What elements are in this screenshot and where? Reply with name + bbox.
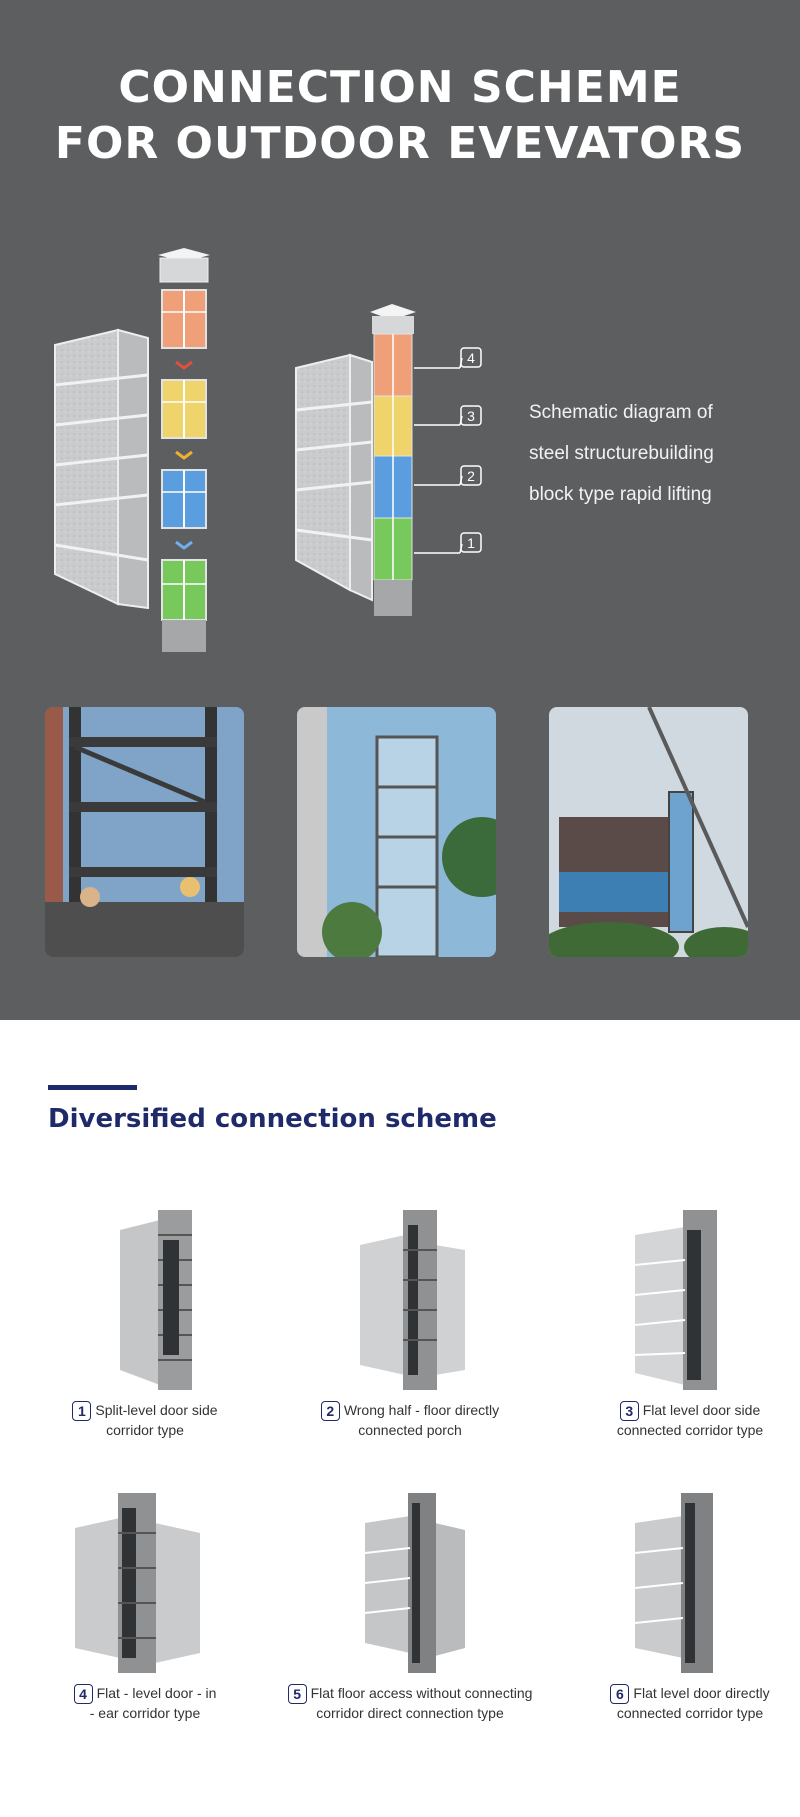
scheme-6-number: 6 [610, 1684, 630, 1705]
scheme-4-illustration [75, 1493, 200, 1673]
photo-glass-shaft [297, 707, 496, 957]
elevator-module-diagram: 4 3 2 1 [54, 248, 482, 652]
scheme-1-line2: corridor type [106, 1422, 184, 1439]
scheme-6-line2: connected corridor type [616, 1705, 764, 1722]
scheme-5-line1: Flat floor access without connecting [310, 1685, 533, 1701]
building-frame-left [54, 328, 149, 610]
exploded-shaft [158, 248, 210, 652]
scheme-1-illustration [120, 1210, 192, 1390]
hero-title-line1: CONNECTION SCHEME [118, 62, 682, 113]
diagram-description: Schematic diagram of steel structurebuil… [529, 392, 714, 515]
callout-4: 4 [467, 350, 475, 366]
hero-title-line2: FOR OUTDOOR EVEVATORS [54, 118, 746, 169]
scheme-4-line2: - ear corridor type [89, 1705, 201, 1722]
scheme-3-number: 3 [619, 1401, 639, 1422]
block-callouts: 4 3 2 1 [414, 347, 482, 554]
scheme-6-line1: Flat level door directly [633, 1685, 770, 1701]
scheme-5-line2: corridor direct connection type [316, 1705, 504, 1722]
callout-3: 3 [467, 408, 475, 424]
building-frame-right [295, 353, 373, 602]
description-line: block type rapid lifting [529, 484, 712, 505]
scheme-2-number: 2 [320, 1401, 340, 1422]
photo-crane-lifting [549, 707, 748, 957]
scheme-4-line1: Flat - level door - in [96, 1685, 217, 1701]
section-title: Diversified connection scheme [48, 1104, 497, 1134]
scheme-1-line1: Split-level door side [95, 1402, 218, 1418]
description-line: steel structurebuilding [529, 443, 714, 464]
scheme-4-number: 4 [73, 1684, 93, 1705]
photo-installation-workers [45, 707, 244, 957]
scheme-2-line2: connected porch [358, 1422, 462, 1439]
assembled-shaft [370, 304, 416, 616]
scheme-3-line2: connected corridor type [616, 1422, 764, 1439]
callout-1: 1 [467, 535, 475, 551]
section-accent-bar [48, 1085, 137, 1090]
scheme-3-line1: Flat level door side [642, 1402, 761, 1418]
scheme-3-illustration [634, 1210, 717, 1390]
scheme-5-illustration [364, 1493, 465, 1673]
callout-2: 2 [467, 468, 475, 484]
scheme-2-illustration [360, 1210, 465, 1390]
scheme-2-line1: Wrong half - floor directly [343, 1402, 500, 1418]
description-line: Schematic diagram of [529, 402, 713, 423]
hero-section: CONNECTION SCHEME FOR OUTDOOR EVEVATORS [0, 0, 800, 1020]
scheme-5-number: 5 [287, 1684, 307, 1705]
scheme-6-illustration [634, 1493, 713, 1673]
scheme-1-number: 1 [72, 1401, 92, 1422]
